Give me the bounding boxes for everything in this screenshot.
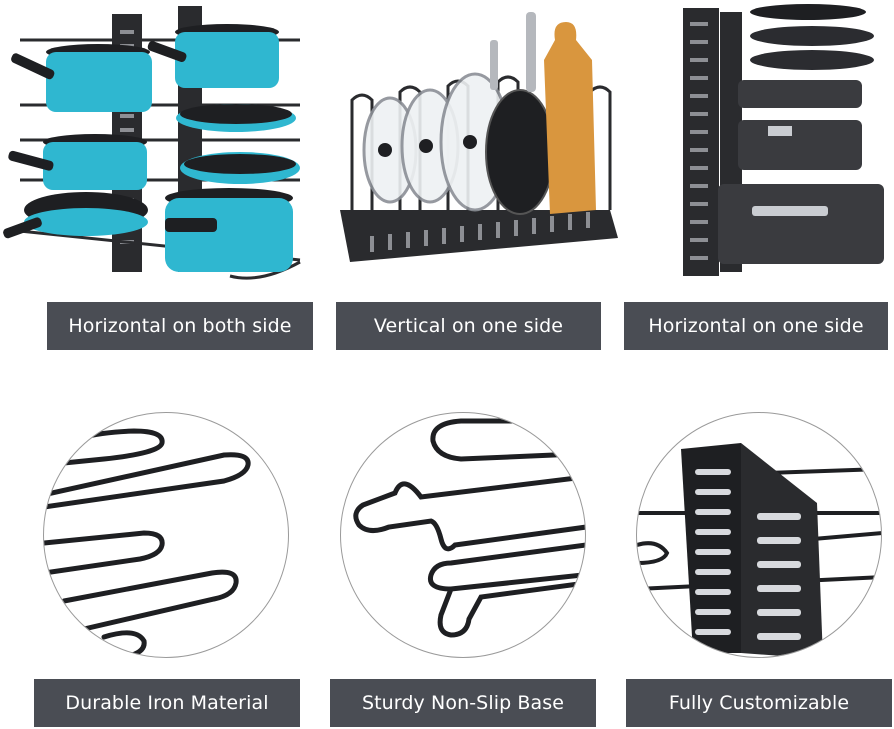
label-vertical-one-side: Vertical on one side	[336, 302, 601, 350]
non-slip-base-closeup	[340, 412, 586, 658]
pan-rack-horizontal-one-side-photo	[676, 0, 894, 292]
pan-lid-rack-vertical-photo	[330, 0, 620, 292]
label-horizontal-both-sides: Horizontal on both side	[47, 302, 313, 350]
label-durable-iron-material: Durable Iron Material	[34, 679, 300, 727]
label-fully-customizable: Fully Customizable	[626, 679, 892, 727]
pot-rack-horizontal-both-sides-photo	[0, 0, 320, 292]
label-sturdy-non-slip-base: Sturdy Non-Slip Base	[330, 679, 596, 727]
label-horizontal-one-side: Horizontal on one side	[624, 302, 888, 350]
adjustable-frame-closeup	[636, 412, 882, 658]
iron-wire-closeup	[43, 412, 289, 658]
